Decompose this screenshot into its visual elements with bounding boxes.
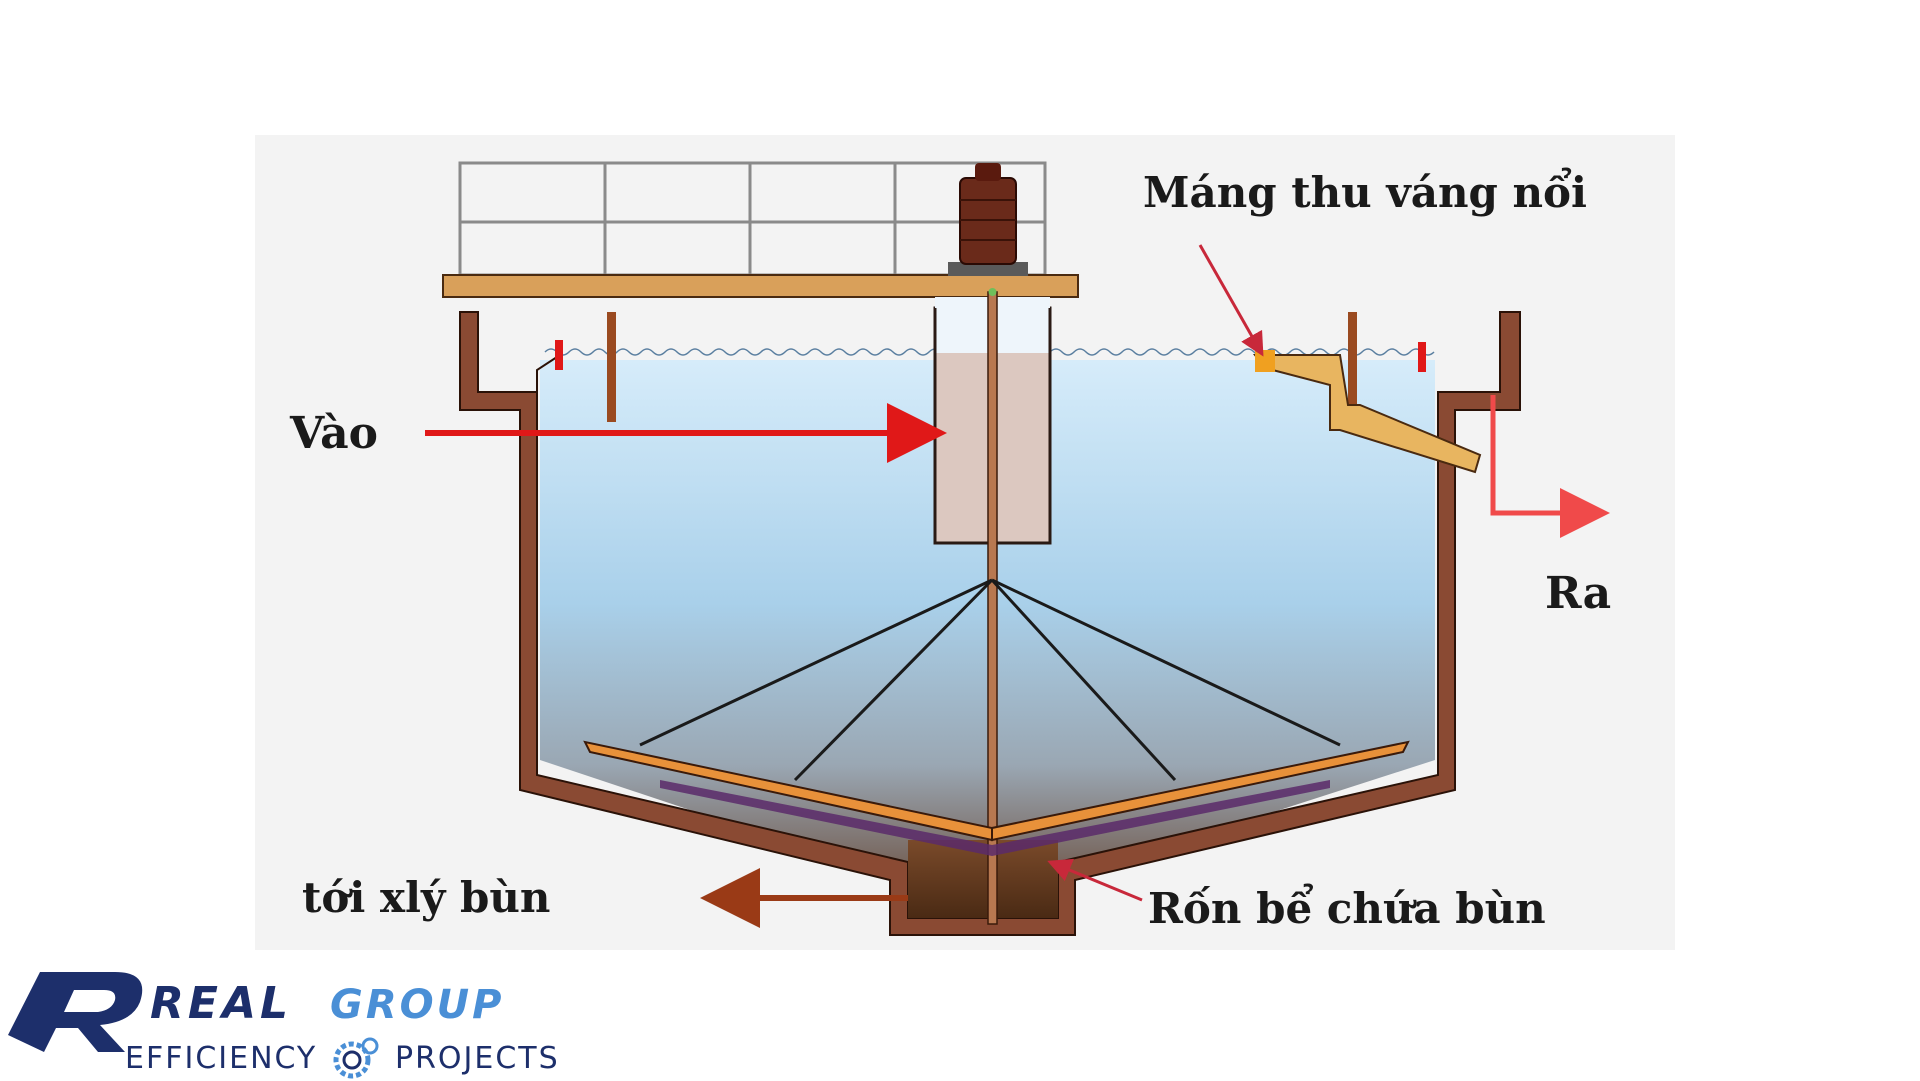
label-to-sludge: tới xlý bùn xyxy=(302,873,550,922)
tank-wall xyxy=(459,311,1521,936)
label-outlet: Ra xyxy=(1545,568,1611,619)
left-weir-lip xyxy=(478,354,561,393)
drive-motor xyxy=(948,163,1028,276)
label-sludge-hopper: Rốn bể chứa bùn xyxy=(1148,882,1546,933)
logo-r-mark xyxy=(8,972,143,1052)
scum-pointer-arrow xyxy=(1198,244,1264,357)
left-support xyxy=(607,312,616,422)
gear-icon xyxy=(333,1037,379,1079)
water-surface xyxy=(544,348,978,356)
label-scum-trough: Máng thu váng nổi xyxy=(1143,166,1587,217)
scum-trough xyxy=(1252,354,1482,474)
logo-right-word: PROJECTS xyxy=(395,1041,560,1076)
logo-brand: REAL xyxy=(150,978,292,1029)
scraper-cables xyxy=(639,578,1341,782)
right-support xyxy=(1348,312,1357,422)
hopper-pointer-arrow xyxy=(1047,858,1143,902)
company-logo: REAL GROUP EFFICIENCY PROJECTS xyxy=(8,972,560,1079)
outlet-pipe xyxy=(1490,395,1610,538)
left-baffle xyxy=(555,340,563,370)
logo-left-word: EFFICIENCY xyxy=(125,1041,317,1076)
bridge-deck xyxy=(442,274,1079,298)
logo-group: GROUP xyxy=(330,982,504,1028)
label-inlet: Vào xyxy=(289,408,378,459)
right-scraper-blade xyxy=(991,740,1410,842)
scum-trough-lip xyxy=(1255,350,1275,372)
right-baffle xyxy=(1418,342,1426,372)
